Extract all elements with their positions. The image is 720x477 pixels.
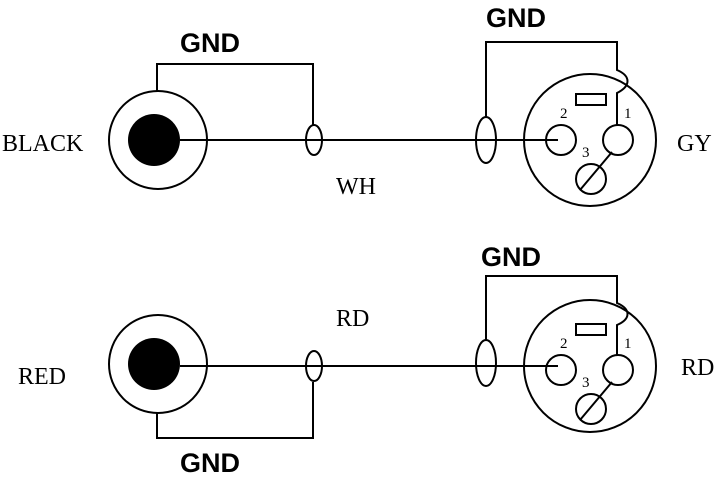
xlr-pin-3 xyxy=(575,163,607,195)
xlr-pin-3-label: 3 xyxy=(582,375,590,391)
xlr-connector-gray: 2 1 3 xyxy=(523,73,657,207)
xlr-ground-wire xyxy=(485,275,629,356)
rca-ground-wire xyxy=(156,63,314,125)
xlr-outer-ring xyxy=(523,73,657,207)
xlr-pin-2 xyxy=(545,124,577,156)
xlr-pin-bridge xyxy=(579,151,613,191)
cable-diagram-red-to-red: RED GND RD GND 2 1 3 RD xyxy=(18,242,714,477)
xlr-gnd-label: GND xyxy=(486,3,546,33)
cable-shield-right xyxy=(475,339,497,387)
rca-ground-wire xyxy=(156,382,314,439)
rca-jack-red xyxy=(108,314,208,414)
xlr-ground-wire xyxy=(485,41,629,125)
xlr-pin-2-label: 2 xyxy=(560,336,568,352)
xlr-outer-ring xyxy=(523,299,657,433)
rca-center-pin xyxy=(128,114,180,166)
xlr-connector-red: 2 1 3 xyxy=(523,299,657,433)
xlr-key-slot xyxy=(575,93,607,106)
cable-shield-left xyxy=(305,124,323,156)
cable-shield-left xyxy=(305,350,323,382)
xlr-pin-1-label: 1 xyxy=(624,106,632,122)
xlr-color-label: GY xyxy=(677,131,712,157)
rca-center-pin xyxy=(128,338,180,390)
cable-diagram-black-to-gray: BLACK GND WH GND 2 1 3 GY xyxy=(2,3,712,207)
xlr-pin-3-label: 3 xyxy=(582,145,590,161)
rca-gnd-label: GND xyxy=(180,28,240,58)
rca-color-label: BLACK xyxy=(2,131,84,157)
xlr-pin-1 xyxy=(602,124,634,156)
rca-gnd-label: GND xyxy=(180,448,240,477)
xlr-pin-3 xyxy=(575,393,607,425)
xlr-pin-1-label: 1 xyxy=(624,336,632,352)
xlr-pin-2-label: 2 xyxy=(560,106,568,122)
rca-color-label: RED xyxy=(18,364,66,390)
wire-color-label: WH xyxy=(336,174,376,200)
wire-color-label: RD xyxy=(336,306,369,332)
xlr-gnd-label: GND xyxy=(481,242,541,272)
xlr-pin-1 xyxy=(602,354,634,386)
xlr-pin-2 xyxy=(545,354,577,386)
xlr-key-slot xyxy=(575,323,607,336)
xlr-pin-bridge xyxy=(579,381,613,421)
xlr-color-label: RD xyxy=(681,355,714,381)
